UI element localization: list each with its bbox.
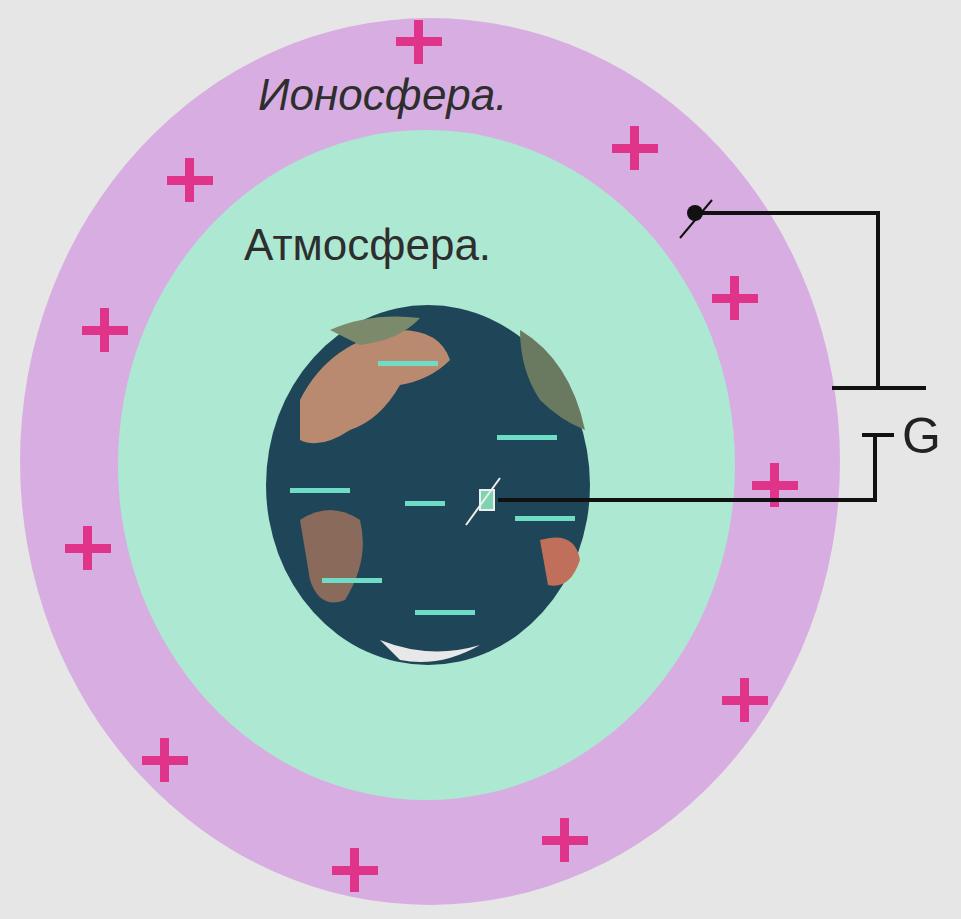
- ground-contact: [480, 490, 494, 510]
- battery-label: G: [902, 408, 941, 466]
- region-label: Атмосфера.: [244, 220, 491, 271]
- ionosphere-band: Ионосфера. Атмосфера.: [20, 18, 840, 905]
- positive-charge-marks: [65, 20, 798, 892]
- ground-contact-mark: [466, 478, 500, 525]
- region-label: Ионосфера.: [258, 70, 508, 121]
- contact-mark: [680, 200, 712, 238]
- atmosphere-region: Атмосфера.: [118, 130, 735, 800]
- ionosphere-band-outline: [20, 18, 840, 905]
- circuit-wire: [498, 213, 926, 500]
- earth-globe: [266, 305, 590, 665]
- negative-charge-marks: [290, 361, 575, 615]
